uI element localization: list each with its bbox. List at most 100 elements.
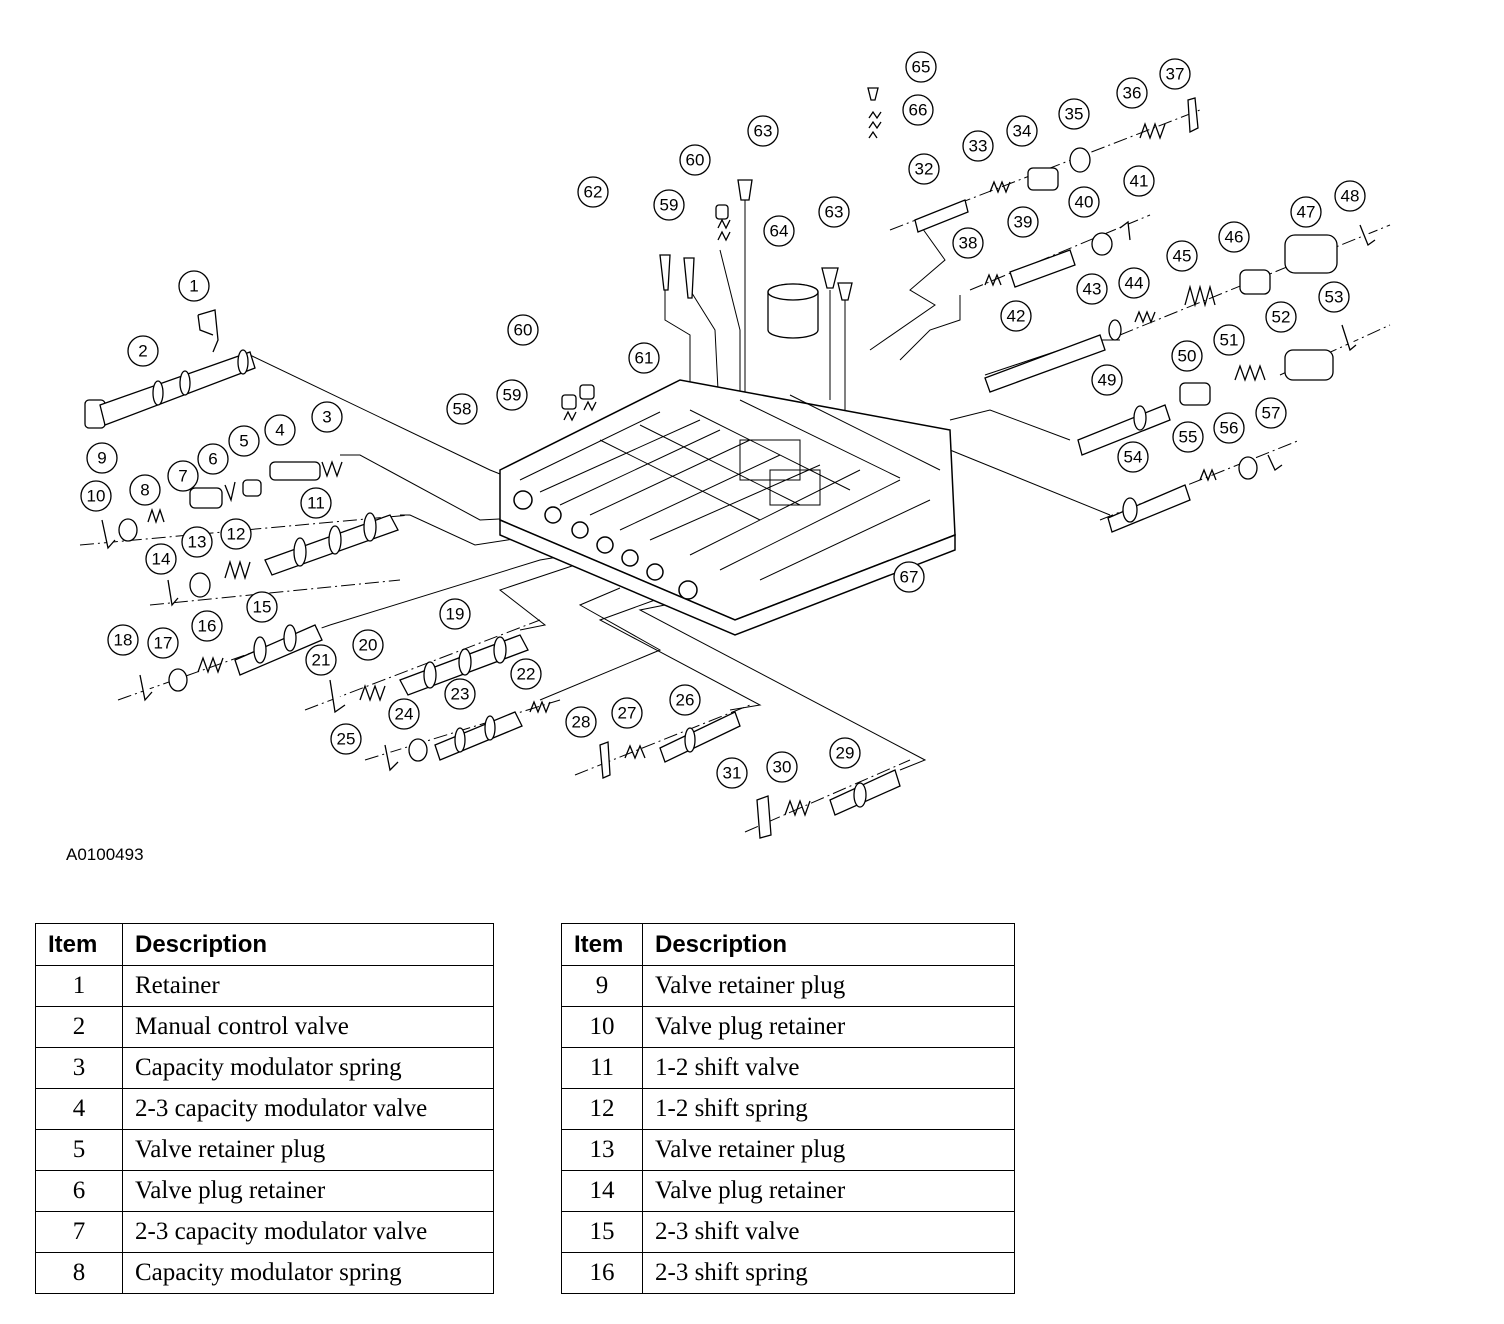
svg-text:33: 33 xyxy=(969,137,988,156)
callout-64: 64 xyxy=(763,215,795,247)
svg-text:45: 45 xyxy=(1173,247,1192,266)
item-number: 14 xyxy=(561,1170,643,1212)
callout-60b: 60 xyxy=(679,144,711,176)
svg-text:40: 40 xyxy=(1075,193,1094,212)
item-description: Valve plug retainer xyxy=(122,1170,494,1212)
svg-text:57: 57 xyxy=(1262,404,1281,423)
callout-23: 23 xyxy=(444,678,476,710)
item-number: 15 xyxy=(561,1211,643,1253)
svg-text:17: 17 xyxy=(154,634,173,653)
callout-14: 14 xyxy=(145,543,177,575)
item-number: 12 xyxy=(561,1088,643,1130)
callout-59a: 59 xyxy=(496,379,528,411)
table-header-row: Item Description xyxy=(35,923,494,966)
callout-59b: 59 xyxy=(653,189,685,221)
svg-text:21: 21 xyxy=(312,651,331,670)
callout-12: 12 xyxy=(220,518,252,550)
svg-text:66: 66 xyxy=(909,101,928,120)
item-header: Item xyxy=(561,923,643,966)
svg-text:59: 59 xyxy=(660,196,679,215)
item-number: 4 xyxy=(35,1088,123,1130)
item-description: 2-3 shift valve xyxy=(642,1211,1015,1253)
svg-text:39: 39 xyxy=(1014,213,1033,232)
callout-63b: 63 xyxy=(818,196,850,228)
item-description: Manual control valve xyxy=(122,1006,494,1048)
svg-text:65: 65 xyxy=(912,58,931,77)
svg-text:6: 6 xyxy=(208,450,217,469)
callout-10: 10 xyxy=(80,480,112,512)
svg-text:53: 53 xyxy=(1325,288,1344,307)
item-number: 16 xyxy=(561,1252,643,1294)
callout-5: 5 xyxy=(228,425,260,457)
item-number: 7 xyxy=(35,1211,123,1253)
svg-text:11: 11 xyxy=(307,494,325,513)
callout-52: 52 xyxy=(1265,301,1297,333)
svg-text:30: 30 xyxy=(773,758,792,777)
svg-text:16: 16 xyxy=(198,617,217,636)
callout-40: 40 xyxy=(1068,186,1100,218)
callout-57: 57 xyxy=(1255,397,1287,429)
item-description: 1-2 shift spring xyxy=(642,1088,1015,1130)
svg-text:41: 41 xyxy=(1130,172,1149,191)
callout-4: 4 xyxy=(264,414,296,446)
svg-text:29: 29 xyxy=(836,744,855,763)
description-header: Description xyxy=(642,923,1015,966)
item-number: 3 xyxy=(35,1047,123,1089)
item-number: 10 xyxy=(561,1006,643,1048)
callout-6: 6 xyxy=(197,443,229,475)
callout-63a: 63 xyxy=(747,115,779,147)
callout-21: 21 xyxy=(305,644,337,676)
callout-20: 20 xyxy=(352,629,384,661)
svg-text:60: 60 xyxy=(514,321,533,340)
item-number: 5 xyxy=(35,1129,123,1171)
callout-19: 19 xyxy=(439,598,471,630)
svg-text:56: 56 xyxy=(1220,419,1239,438)
callout-55: 55 xyxy=(1172,421,1204,453)
callout-35: 35 xyxy=(1058,98,1090,130)
callout-7: 7 xyxy=(167,460,199,492)
svg-text:2: 2 xyxy=(138,342,147,361)
callout-18: 18 xyxy=(107,624,139,656)
callout-33: 33 xyxy=(962,130,994,162)
callout-28: 28 xyxy=(565,706,597,738)
callout-32: 32 xyxy=(908,153,940,185)
svg-text:25: 25 xyxy=(337,730,356,749)
valve-body xyxy=(499,379,956,636)
leader-lines xyxy=(249,190,1120,771)
callout-38: 38 xyxy=(952,227,984,259)
callout-16: 16 xyxy=(191,610,223,642)
svg-text:19: 19 xyxy=(446,605,465,624)
callout-53: 53 xyxy=(1318,281,1350,313)
svg-text:63: 63 xyxy=(825,203,844,222)
svg-text:47: 47 xyxy=(1297,203,1316,222)
figure-id: A0100493 xyxy=(66,845,144,864)
svg-text:48: 48 xyxy=(1341,187,1360,206)
svg-text:46: 46 xyxy=(1225,228,1244,247)
item-description: 2-3 capacity modulator valve xyxy=(122,1088,494,1130)
svg-text:49: 49 xyxy=(1098,371,1117,390)
callout-62: 62 xyxy=(577,176,609,208)
callout-31: 31 xyxy=(716,757,748,789)
callout-34: 34 xyxy=(1006,115,1038,147)
svg-text:63: 63 xyxy=(754,122,773,141)
callout-27: 27 xyxy=(611,697,643,729)
callout-48: 48 xyxy=(1334,180,1366,212)
svg-text:55: 55 xyxy=(1179,428,1198,447)
svg-text:31: 31 xyxy=(723,764,742,783)
callout-25: 25 xyxy=(330,723,362,755)
callout-46: 46 xyxy=(1218,221,1250,253)
callout-11: 11 xyxy=(300,487,332,519)
svg-text:67: 67 xyxy=(900,568,919,587)
item-description: Valve retainer plug xyxy=(642,1129,1015,1171)
svg-text:13: 13 xyxy=(188,533,207,552)
